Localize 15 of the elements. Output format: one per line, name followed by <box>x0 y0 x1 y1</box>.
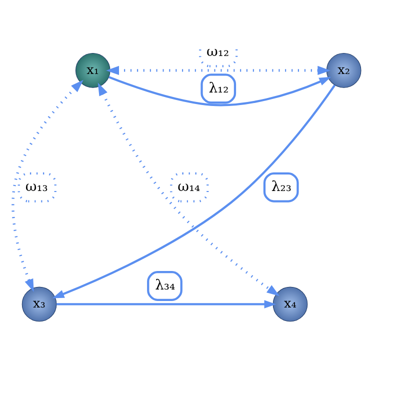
node-circle: x₄ <box>272 286 308 322</box>
edge-label: λ₃₄ <box>155 277 176 294</box>
arrow <box>106 65 331 74</box>
node-circle: x₂ <box>326 52 362 88</box>
node-circle: x₃ <box>22 286 57 322</box>
node-circle: x₁ <box>75 52 110 88</box>
arrow <box>12 79 84 292</box>
edge-label: λ₁₂ <box>208 80 229 96</box>
edge-label: ω₁₃ <box>25 178 48 194</box>
arrow <box>56 300 276 308</box>
edge-label: ω₁₄ <box>178 178 200 194</box>
arrow <box>108 76 332 106</box>
arrow <box>98 82 280 296</box>
arrow <box>52 84 336 298</box>
edge-label: λ₂₃ <box>271 178 292 194</box>
